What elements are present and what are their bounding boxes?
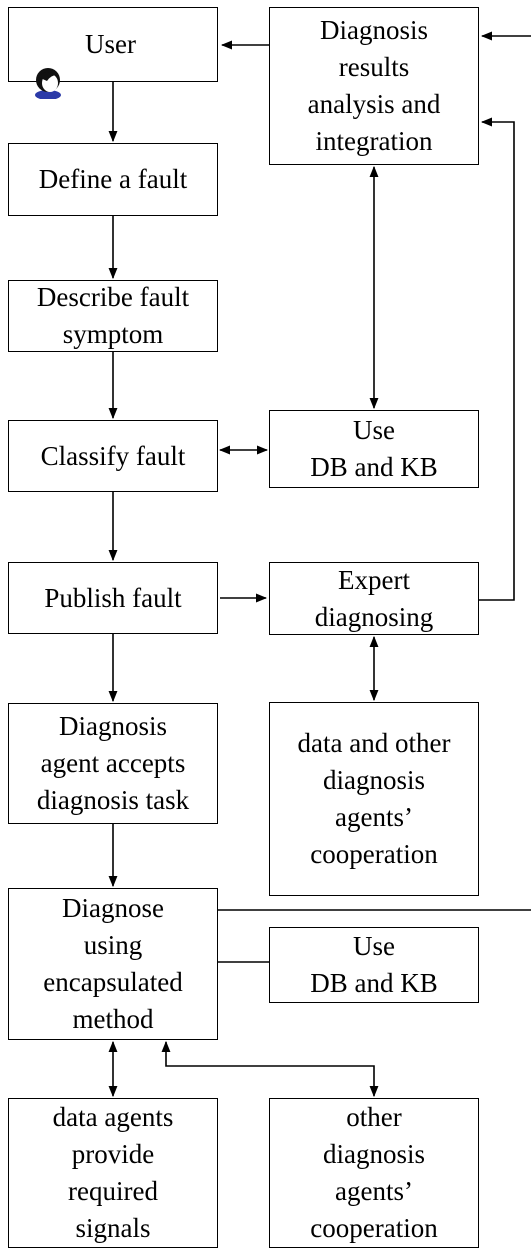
publish-fault-box: Publish fault <box>8 562 218 634</box>
expert-diagnosing-label: Expert diagnosing <box>314 564 434 632</box>
use-db-kb-label-2: Use DB and KB <box>310 931 438 998</box>
arrow-diagnose-other-agents <box>161 1040 379 1098</box>
results-label: Diagnosis results analysis and integrati… <box>307 15 441 156</box>
use-db-kb-box-1: Use DB and KB <box>269 410 479 488</box>
cooperation-box-2: other diagnosis agents’ cooperation <box>269 1098 479 1248</box>
accept-task-box: Diagnosis agent accepts diagnosis task <box>8 703 218 824</box>
use-db-kb-box-2: Use DB and KB <box>269 927 479 1003</box>
publish-fault-label: Publish fault <box>44 582 182 613</box>
data-agents-label: data agents provide required signals <box>52 1102 174 1243</box>
classify-fault-label: Classify fault <box>40 440 186 471</box>
cooperation-label-2: other diagnosis agents’ cooperation <box>310 1102 438 1243</box>
classify-fault-box: Classify fault <box>8 420 218 492</box>
results-box: Diagnosis results analysis and integrati… <box>269 7 479 165</box>
diagnose-box: Diagnose using encapsulated method <box>8 888 218 1040</box>
user-label: User <box>85 29 136 59</box>
data-agents-box: data agents provide required signals <box>8 1098 218 1248</box>
user-avatar-icon <box>31 28 65 99</box>
cooperation-box-1: data and other diagnosis agents’ coopera… <box>269 702 479 896</box>
arrow-expert-to-results <box>478 117 515 601</box>
cooperation-label-1: data and other diagnosis agents’ coopera… <box>297 728 451 869</box>
user-box: User <box>8 7 218 99</box>
define-fault-box: Define a fault <box>8 143 218 216</box>
describe-symptom-label: Describe fault symptom <box>36 282 190 349</box>
expert-diagnosing-box: Expert diagnosing <box>269 562 479 635</box>
describe-symptom-box: Describe fault symptom <box>8 280 218 352</box>
use-db-kb-label-1: Use DB and KB <box>310 415 438 482</box>
define-fault-label: Define a fault <box>38 164 188 194</box>
accept-task-label: Diagnosis agent accepts diagnosis task <box>36 711 190 815</box>
diagnose-label: Diagnose using encapsulated method <box>43 893 183 1034</box>
